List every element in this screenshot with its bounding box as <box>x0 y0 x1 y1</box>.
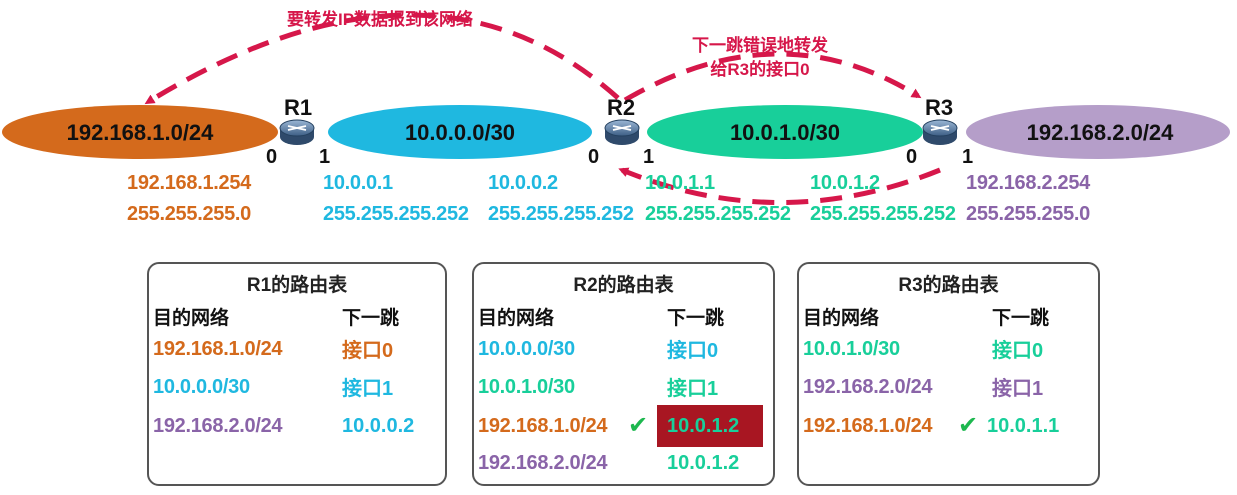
arrow-wrong-next-hop <box>623 51 922 103</box>
header-destination: 目的网络 <box>478 308 555 329</box>
address-r3-if1: 192.168.2.254 255.255.255.0 <box>966 168 1090 230</box>
hop-cell: 接口1 <box>342 378 394 400</box>
network-label: 10.0.0.0/30 <box>404 120 516 145</box>
annotation-line: 给R3的接口0 <box>710 60 810 79</box>
hop-cell: 接口1 <box>667 378 719 400</box>
header-next-hop: 下一跳 <box>992 308 1050 329</box>
hop-cell: 接口0 <box>342 340 394 362</box>
r2-port-1: 1 <box>643 146 655 168</box>
r2-port-0: 0 <box>588 146 600 168</box>
dest-cell: 192.168.1.0/24 <box>803 415 933 437</box>
hop-cell: 接口0 <box>992 340 1044 362</box>
subnet-mask: 255.255.255.252 <box>645 203 791 225</box>
hop-cell: 10.0.1.2 <box>667 452 740 474</box>
address-r2-if0: 10.0.0.2 255.255.255.252 <box>488 168 634 230</box>
routing-table-r2: R2的路由表 目的网络 下一跳 10.0.0.0/30 接口0 10.0.1.0… <box>472 262 775 486</box>
network-10-0-0-0 <box>328 105 592 159</box>
router-r3-icon <box>922 119 958 145</box>
arrow-forward-to-network <box>144 12 620 105</box>
subnet-mask: 255.255.255.0 <box>127 203 252 225</box>
ip-address: 10.0.0.1 <box>323 172 393 194</box>
ip-address: 10.0.0.2 <box>488 172 558 194</box>
header-destination: 目的网络 <box>153 308 230 329</box>
ip-address: 10.0.1.2 <box>810 172 880 194</box>
dest-cell: 192.168.2.0/24 <box>478 452 608 474</box>
annotation-forward-target: 要转发IP数据报到该网络 <box>286 10 474 29</box>
subnet-mask: 255.255.255.252 <box>488 203 634 225</box>
address-r1-if0: 192.168.1.254 255.255.255.0 <box>127 168 251 230</box>
hop-cell: 10.0.1.2 <box>667 415 740 437</box>
router-r1-icon <box>279 119 315 145</box>
arrow-return-to-r2 <box>618 167 941 205</box>
hop-cell: 接口0 <box>667 340 719 362</box>
check-icon: ✔ <box>628 412 649 439</box>
subnet-mask: 255.255.255.0 <box>966 203 1091 225</box>
header-next-hop: 下一跳 <box>667 308 725 329</box>
routing-table-r1: R1的路由表 目的网络 下一跳 192.168.1.0/24 接口0 10.0.… <box>147 262 447 486</box>
router-r2-icon <box>604 119 640 145</box>
dest-cell: 192.168.1.0/24 <box>153 338 283 360</box>
address-r2-if1: 10.0.1.1 255.255.255.252 <box>645 168 791 230</box>
network-label: 10.0.1.0/30 <box>729 120 841 145</box>
dest-cell: 10.0.0.0/30 <box>153 376 250 398</box>
address-r1-if1: 10.0.0.1 255.255.255.252 <box>323 168 469 230</box>
router-r1-name: R1 <box>284 95 313 120</box>
subnet-mask: 255.255.255.252 <box>810 203 956 225</box>
annotation-wrong-hop: 下一跳错误地转发 给R3的接口0 <box>665 34 855 82</box>
hop-cell: 10.0.0.2 <box>342 415 415 437</box>
dest-cell: 10.0.0.0/30 <box>478 338 575 360</box>
router-r2-name: R2 <box>607 95 636 120</box>
routing-table-r3: R3的路由表 目的网络 下一跳 10.0.1.0/30 接口0 192.168.… <box>797 262 1100 486</box>
hop-cell: 接口1 <box>992 378 1044 400</box>
dest-cell: 192.168.2.0/24 <box>803 376 933 398</box>
highlighted-hop-cell <box>657 405 763 447</box>
hop-cell: 10.0.1.1 <box>987 415 1060 437</box>
ip-address: 10.0.1.1 <box>645 172 715 194</box>
annotation-line: 下一跳错误地转发 <box>692 36 828 55</box>
ip-address: 192.168.2.254 <box>966 172 1091 194</box>
table-title: R2的路由表 <box>573 275 674 296</box>
r1-port-0: 0 <box>266 146 278 168</box>
r3-port-0: 0 <box>906 146 918 168</box>
table-title: R3的路由表 <box>898 275 999 296</box>
router-r3-name: R3 <box>925 95 954 120</box>
dest-cell: 192.168.2.0/24 <box>153 415 283 437</box>
network-label: 192.168.1.0/24 <box>66 120 214 145</box>
network-192-168-2-0 <box>966 105 1230 159</box>
header-next-hop: 下一跳 <box>342 308 400 329</box>
dest-cell: 10.0.1.0/30 <box>478 376 575 398</box>
table-title: R1的路由表 <box>246 275 348 296</box>
r1-port-1: 1 <box>319 146 331 168</box>
network-10-0-1-0 <box>647 105 923 159</box>
ip-address: 192.168.1.254 <box>127 172 252 194</box>
dest-cell: 10.0.1.0/30 <box>803 338 900 360</box>
subnet-mask: 255.255.255.252 <box>323 203 469 225</box>
check-icon: ✔ <box>958 412 979 439</box>
r3-port-1: 1 <box>962 146 974 168</box>
dest-cell: 192.168.1.0/24 <box>478 415 608 437</box>
address-r3-if0: 10.0.1.2 255.255.255.252 <box>810 168 956 230</box>
network-label: 192.168.2.0/24 <box>1026 120 1174 145</box>
network-192-168-1-0 <box>2 105 278 159</box>
header-destination: 目的网络 <box>803 308 880 329</box>
